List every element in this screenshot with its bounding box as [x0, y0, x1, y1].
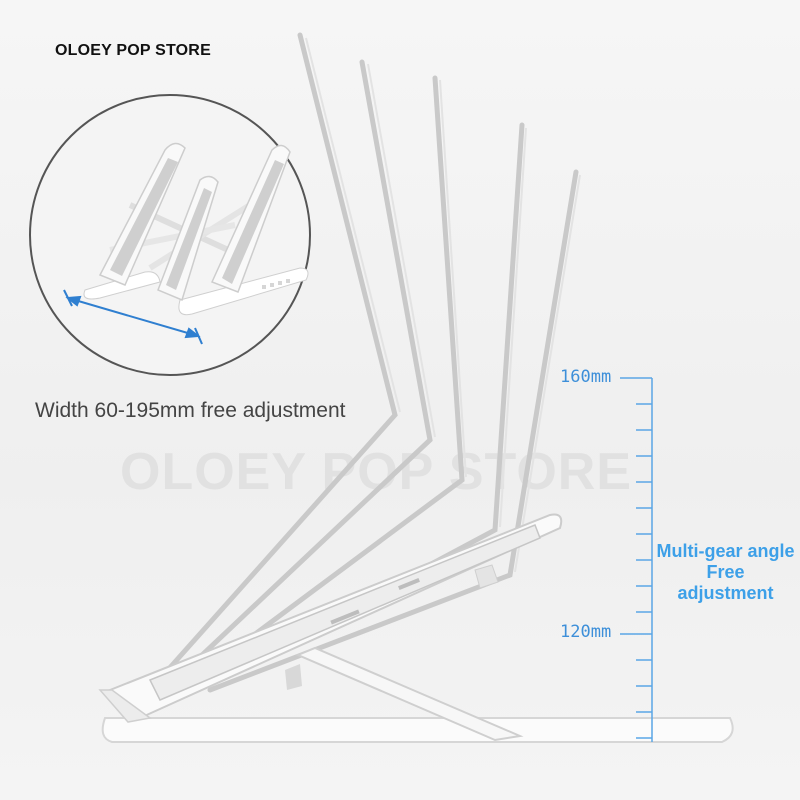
angle-caption-line2: Free — [706, 562, 745, 582]
ghost-screen-2 — [162, 59, 433, 693]
width-caption: Width 60-195mm free adjustment — [35, 399, 346, 422]
detail-circle — [29, 94, 311, 376]
support-leg — [295, 646, 524, 742]
ghost-screen-1 — [147, 32, 398, 693]
ghost-screen-3 — [177, 75, 465, 693]
height-label-bottom: 120mm — [560, 622, 612, 642]
angle-caption: Multi-gear angle Free adjustment — [648, 541, 800, 604]
height-label-top: 160mm — [560, 367, 612, 387]
stand-base — [101, 717, 734, 743]
laptop-body — [148, 524, 541, 701]
angle-caption-line3: adjustment — [677, 583, 774, 603]
store-name: OLOEY POP STORE — [55, 42, 211, 59]
height-scale — [620, 377, 653, 742]
width-arrow — [63, 289, 203, 345]
angle-caption-line1: Multi-gear angle — [656, 541, 795, 561]
laptop-stand — [98, 513, 734, 743]
